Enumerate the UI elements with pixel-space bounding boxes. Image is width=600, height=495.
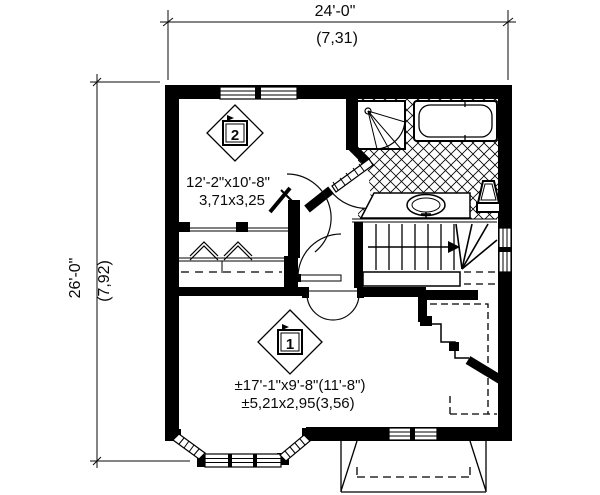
bathroom-door-swing (330, 163, 372, 209)
bay-window (172, 433, 311, 468)
nook-wall (420, 290, 478, 300)
bottom-double-window (388, 427, 438, 441)
bathroom-door-icon (331, 158, 374, 193)
porch-roof-icon (340, 440, 487, 493)
dim-height-metric: (7,92) (96, 260, 113, 302)
vanity-sink-icon (359, 192, 471, 219)
landing (464, 271, 497, 285)
closet-wall (284, 256, 298, 294)
stairs-direction-arrow-icon (368, 241, 460, 253)
room-2-number: 2 (231, 127, 239, 144)
room-marker-1: 1 (257, 309, 323, 375)
right-window (498, 227, 512, 273)
room-1-size-imperial: ±17'-1"x9'-8"(11'-8") (235, 377, 366, 394)
room-2-size-metric: 3,71x3,25 (199, 192, 265, 209)
room-1-number: 1 (286, 336, 294, 353)
toilet-icon (476, 180, 501, 213)
dimension-left (90, 74, 190, 468)
dim-width-imperial: 24'-0" (315, 3, 356, 20)
dimension-top (160, 10, 516, 80)
room-2-size-imperial: 12'-2"x10'-8" (186, 174, 270, 191)
bay-glazing-left (172, 433, 206, 460)
top-double-window (219, 86, 298, 100)
closet (179, 227, 288, 273)
bifold-doors-icon (189, 241, 253, 261)
railing (362, 271, 461, 287)
dim-height-imperial: 26'-0" (67, 258, 84, 299)
bay-glazing-right (279, 434, 311, 462)
closet-door-icon (294, 233, 342, 282)
stairs (352, 218, 498, 288)
marker-flag-icon (282, 324, 289, 335)
bedroom-door-icon (268, 173, 332, 253)
bathtub-icon (413, 100, 498, 142)
windows (172, 86, 512, 468)
bathroom (305, 99, 501, 219)
corner-shower-icon (354, 100, 406, 150)
interior-walls (165, 99, 478, 351)
marker-flag-icon (227, 115, 234, 126)
room-marker-2: 2 (206, 104, 264, 162)
room-1-size-metric: ±5,21x2,95(3,56) (241, 395, 354, 412)
dim-width-metric: (7,31) (316, 30, 358, 47)
nook (427, 303, 497, 415)
winder-treads (455, 223, 498, 270)
sloped-ceiling-lines (430, 303, 497, 415)
double-doors-icon (302, 287, 364, 321)
diagonal-walls (304, 142, 504, 384)
